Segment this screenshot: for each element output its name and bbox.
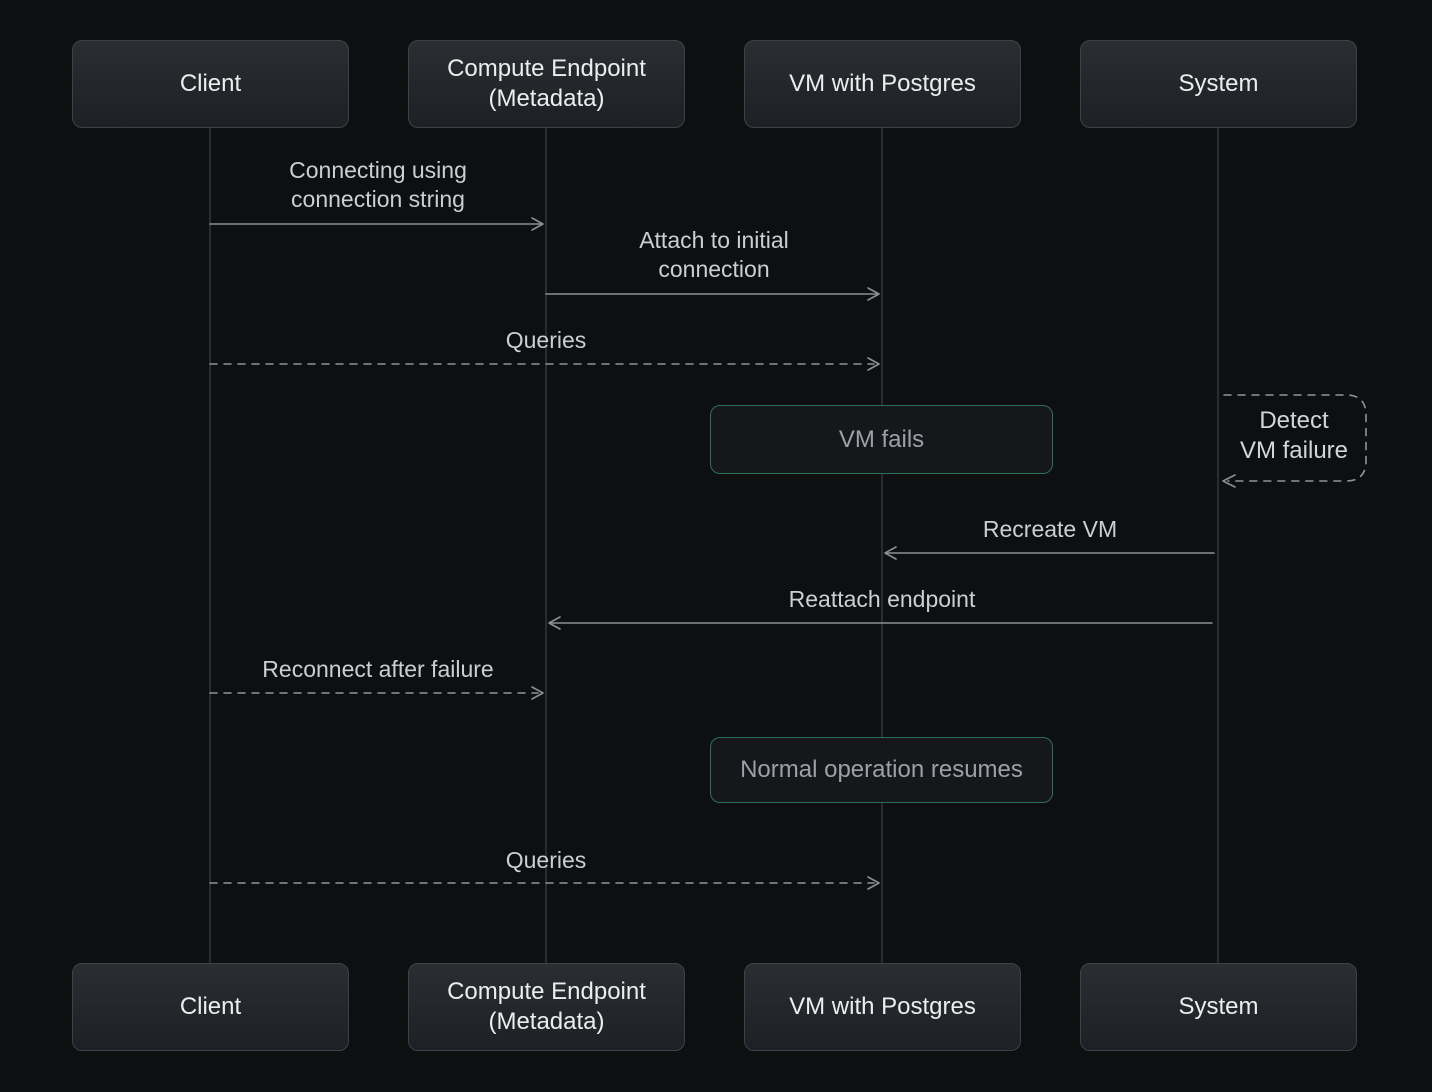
message-label-recreate: Recreate VM [982, 516, 1118, 542]
lifeline-compute-endpoint [545, 127, 547, 963]
lifeline-client [209, 127, 211, 963]
message-label-reconnect: Reconnect after failure [262, 656, 494, 682]
message-arrow-reattach [548, 616, 1213, 630]
message-label-queries-2: Queries [505, 847, 587, 873]
message-arrow-connect [209, 217, 544, 231]
actor-compute-endpoint-bottom: Compute Endpoint (Metadata) [408, 963, 685, 1051]
actor-vm-postgres-bottom: VM with Postgres [744, 963, 1021, 1051]
message-arrow-recreate [884, 546, 1215, 560]
message-label-reattach: Reattach endpoint [788, 586, 976, 612]
message-label-detect-vm-failure: Detect VM failure [1239, 407, 1349, 464]
lifeline-system [1217, 127, 1219, 963]
actor-compute-endpoint-top: Compute Endpoint (Metadata) [408, 40, 685, 128]
actor-system-bottom: System [1080, 963, 1357, 1051]
message-label-attach: Attach to initial connection [639, 227, 789, 282]
note-vm-fails: VM fails [710, 405, 1053, 474]
lifeline-vm-postgres [881, 127, 883, 963]
actor-client-bottom: Client [72, 963, 349, 1051]
message-label-queries-1: Queries [505, 327, 587, 353]
message-label-connect: Connecting using connection string [289, 157, 467, 212]
message-arrow-reconnect [209, 686, 544, 700]
message-arrow-attach [545, 287, 880, 301]
actor-client-top: Client [72, 40, 349, 128]
actor-system-top: System [1080, 40, 1357, 128]
note-normal-operation: Normal operation resumes [710, 737, 1053, 803]
message-arrow-queries-2 [209, 876, 880, 890]
actor-vm-postgres-top: VM with Postgres [744, 40, 1021, 128]
self-loop-detect-vm-failure [1222, 394, 1367, 488]
message-arrow-queries-1 [209, 357, 880, 371]
